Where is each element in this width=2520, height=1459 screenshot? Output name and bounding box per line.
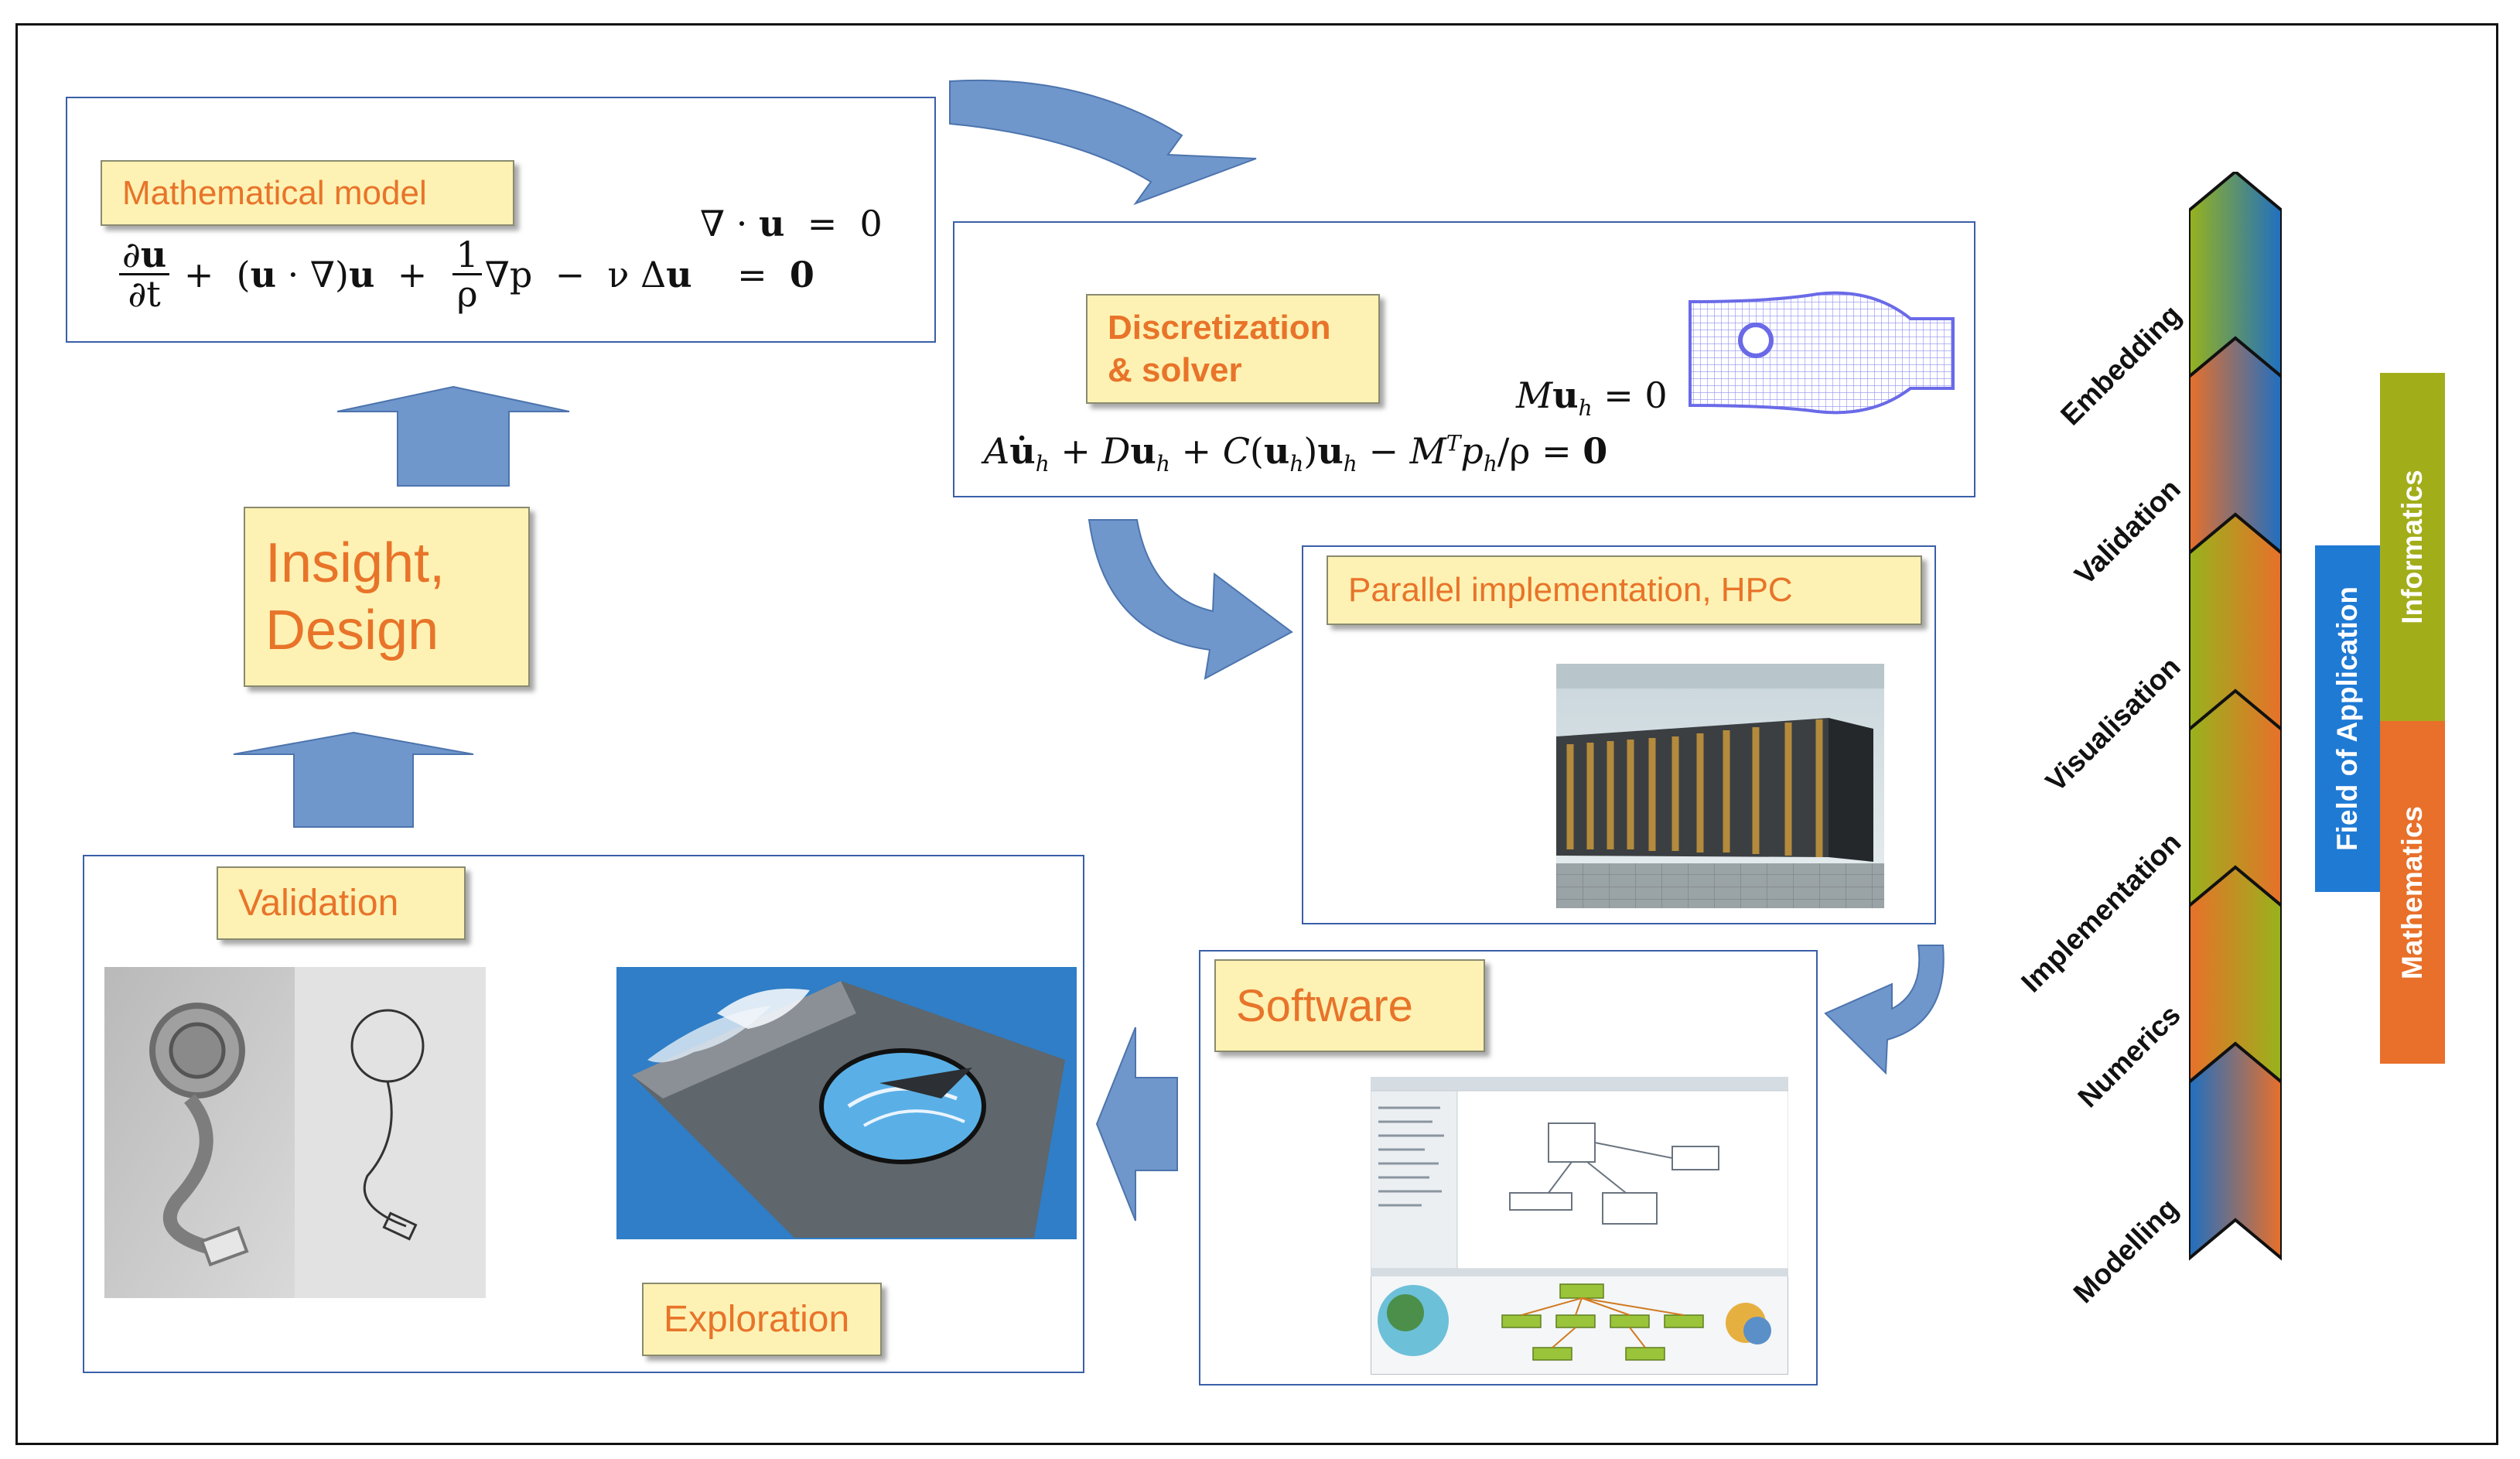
arrow-up-lower <box>233 731 474 828</box>
validation-label: Validation <box>217 866 466 940</box>
parallel-label: Parallel implementation, HPC <box>1327 555 1922 625</box>
channel-mesh-image <box>1689 291 1955 415</box>
column-label-mathematics: Mathematics <box>2396 805 2428 979</box>
exploration-label: Exploration <box>642 1283 882 1356</box>
column-field-of-application: Field of Application <box>2315 545 2380 892</box>
software-label: Software <box>1214 959 1485 1052</box>
insight-label-line1: Insight, <box>265 532 446 595</box>
mass-equation: Muh = 0 <box>1516 374 1668 422</box>
validation-photo-and-sketch <box>104 967 486 1298</box>
discretization-label-line1: Discretization <box>1108 309 1331 347</box>
arrow-up-upper <box>336 385 570 487</box>
curved-arrow-parallel-to-software <box>1824 945 1945 1075</box>
column-informatics: Informatics <box>2380 373 2445 721</box>
discretization-label-line2: & solver <box>1108 351 1242 389</box>
math-model-label: Mathematical model <box>101 160 514 226</box>
column-mathematics: Mathematics <box>2380 721 2445 1064</box>
column-label-informatics: Informatics <box>2396 470 2428 624</box>
chevron-modelling <box>2189 1041 2282 1261</box>
arrow-left-software-to-exploration <box>1095 1027 1178 1222</box>
stage-chevron-bar <box>2189 172 2282 1261</box>
insight-label-line2: Design <box>265 599 439 661</box>
exploration-visualisation-image <box>616 967 1077 1239</box>
discretization-label: Discretization & solver <box>1086 294 1380 404</box>
curved-arrow-discretization-to-parallel <box>1088 519 1293 680</box>
curved-arrow-model-to-discretization <box>949 79 1257 206</box>
chevron-embedding <box>2189 172 2282 379</box>
column-label-field-of-application: Field of Application <box>2331 586 2363 851</box>
supercomputer-photo <box>1556 664 1884 908</box>
discrete-system-equation: Au̇h + Duh + C(uh)uh − MTph/ρ = 0 <box>984 430 1608 477</box>
divergence-equation: ∇ · u = 0 <box>700 203 883 244</box>
software-screenshot-image <box>1371 1077 1788 1375</box>
insight-design-label: Insight, Design <box>244 507 530 687</box>
